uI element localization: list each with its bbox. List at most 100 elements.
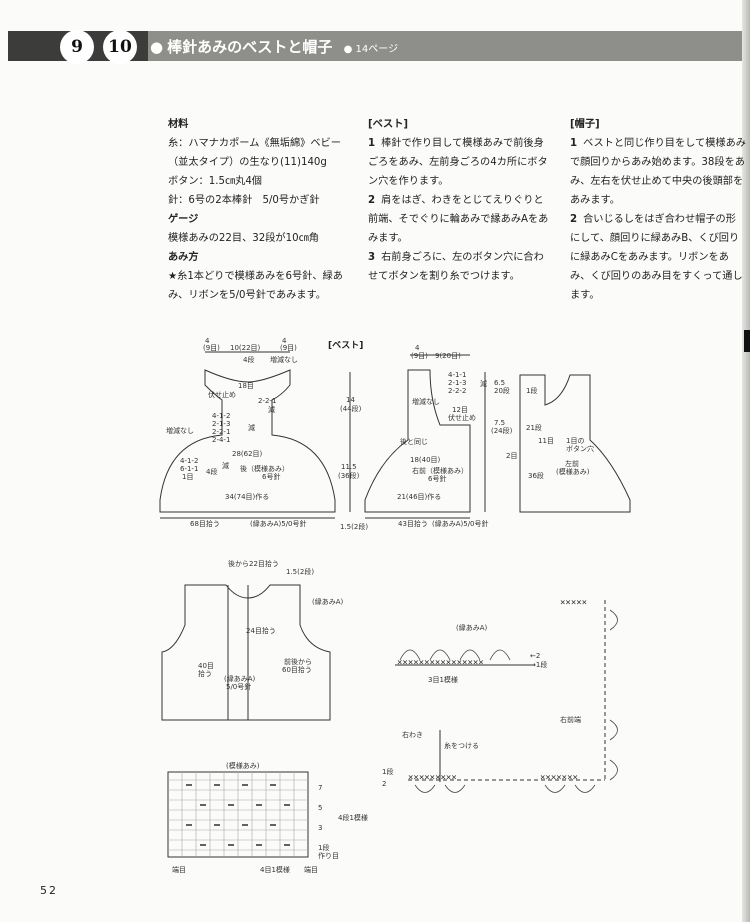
height-label: 11.5	[341, 463, 357, 471]
height-label: (36段)	[338, 471, 360, 480]
front-label: 増減なし	[412, 397, 440, 406]
hat-heading: [帽子]	[570, 119, 600, 130]
step-text: 右前身ごろに、左のボタン穴に合わせてボタンを割り糸でつけます。	[368, 252, 544, 282]
front-label: (縁あみA)5/0号針	[432, 519, 489, 528]
back-body-outline	[159, 369, 336, 513]
step-number: 3	[368, 252, 376, 263]
assembly-label: 40目	[198, 662, 214, 670]
edging-label: →1段	[530, 660, 547, 669]
yarn-text: 糸：ハマナカポーム《無垢綿》ベビー（並太タイプ）の生なり(11)140g	[168, 138, 341, 168]
left-front-label: (模様あみ)	[556, 467, 590, 476]
method-text: ★糸1本どりで模様あみを6号針、緑あみ、リボンを5/0号針であみます。	[168, 271, 343, 301]
page-ref-text: 14ページ	[355, 44, 399, 55]
pattern-number-badge-2: 10	[103, 30, 137, 64]
step-number: 1	[368, 138, 376, 149]
back-label: 6-1-1	[180, 465, 198, 473]
front-label: 2-1-3	[448, 379, 466, 387]
back-dim: (9目)	[280, 344, 297, 352]
height-label: 14	[346, 396, 355, 404]
edging-stitches-top: ××××××××××××××××	[397, 658, 484, 668]
back-label: 減	[268, 405, 275, 414]
back-label: 伏せ止め	[208, 390, 236, 399]
back-label: 1目	[182, 473, 193, 481]
left-front-label: ボタン穴	[566, 444, 594, 453]
front-label: 6号針	[428, 474, 446, 483]
back-label: 後（模様あみ）	[240, 464, 289, 473]
back-label: 68目拾う	[190, 519, 220, 528]
edging-label: 1段	[382, 767, 393, 776]
chart-row-label: 3	[318, 824, 322, 832]
left-front-label: 1目の	[566, 437, 584, 445]
front-dim: (9目)	[411, 352, 428, 360]
step-number: 1	[570, 138, 578, 149]
left-front-label: 11目	[538, 437, 554, 445]
assembled-vest-outline	[161, 584, 331, 721]
front-label: 43目拾う	[398, 519, 428, 528]
buttons-text: ボタン：1.5㎝丸4個	[168, 176, 262, 187]
edging-stitches-corner: ×××××	[560, 598, 587, 608]
page-edge	[742, 0, 750, 922]
back-label: 減	[222, 461, 229, 470]
pattern-number-badge-1: 9	[60, 30, 94, 64]
edging-label: 2	[382, 780, 386, 788]
back-dim: 10(22目)	[230, 344, 261, 352]
height-label: (44段)	[340, 404, 362, 413]
chart-title: (模様あみ)	[226, 761, 260, 770]
front-label: 7.5	[494, 419, 505, 427]
front-label: 右前（模様あみ）	[412, 466, 468, 475]
front-label: 2-2-2	[448, 387, 466, 395]
front-label: 6.5	[494, 379, 505, 387]
chart-bottom-label: 端目	[304, 865, 318, 874]
edging-label: (縁あみA)	[456, 623, 488, 632]
step-text: 合いじるしをはぎ合わせ帽子の形にして、顔回りに緑あみB、くび回りに緑あみCをあみ…	[570, 214, 743, 301]
left-front-label: 21段	[526, 423, 542, 432]
edging-label: 右わき	[402, 730, 423, 739]
back-label: (縁あみA)5/0号針	[250, 519, 307, 528]
back-label: 6号針	[262, 472, 280, 481]
front-label: 伏せ止め	[448, 413, 476, 422]
front-dim: 9(20目)	[435, 352, 461, 360]
needles-text: 針：6号の2本棒針 5/0号かぎ針	[168, 195, 320, 206]
vest-heading: [ベスト]	[368, 119, 409, 130]
height-label: 1.5(2段)	[340, 522, 368, 531]
edging-label: 3目1模様	[428, 675, 458, 684]
back-label: 増減なし	[270, 355, 298, 364]
back-label: 2-2-1	[212, 428, 230, 436]
assembly-label: (縁あみA)	[224, 674, 256, 683]
step-number: 2	[570, 214, 578, 225]
front-label: 21(46目)作る	[397, 492, 441, 501]
left-front-label: 36段	[528, 471, 544, 480]
chart-row-label: 作り目	[318, 851, 339, 860]
assembly-label: 前後から	[284, 657, 312, 666]
assembly-label: 後から22目拾う	[228, 559, 279, 568]
back-label: 4段	[206, 467, 217, 476]
left-front-label: 左前	[565, 459, 579, 468]
back-label: 28(62目)	[232, 450, 263, 458]
edging-label: ←2	[530, 652, 540, 660]
page-title: ● 棒針あみのベストと帽子 ● 14ページ	[150, 36, 398, 57]
page-reference: ● 14ページ	[344, 44, 398, 55]
front-label: 20段	[494, 386, 510, 395]
page-tab	[744, 330, 750, 352]
title-text: 棒針あみのベストと帽子	[167, 38, 333, 56]
back-dim: 4	[282, 337, 287, 345]
step-text: ベストと同じ作り目をして模様あみで顔回りからあみ始めます。38段をあみ、左右を伏…	[570, 138, 746, 206]
edging-label: 右前端	[560, 715, 581, 724]
assembly-label: (縁あみA)	[312, 597, 344, 606]
chart-side-label: 4段1模様	[338, 813, 368, 822]
front-label: 12目	[452, 406, 468, 414]
edging-stitches-bottom-right: ×××××××	[540, 773, 578, 783]
left-front-outline	[519, 374, 631, 513]
back-label: 増減なし	[166, 426, 194, 435]
edging-label: 糸をつける	[444, 741, 479, 750]
gauge-text: 模様あみの22目、32段が10㎝角	[168, 233, 319, 244]
materials-heading: 材料	[168, 119, 189, 130]
back-label: 34(74目)作る	[225, 492, 269, 501]
bullet-icon: ●	[343, 44, 356, 55]
chart-bottom-label: 端目	[172, 865, 186, 874]
assembly-label: 5/0号針	[226, 682, 251, 691]
